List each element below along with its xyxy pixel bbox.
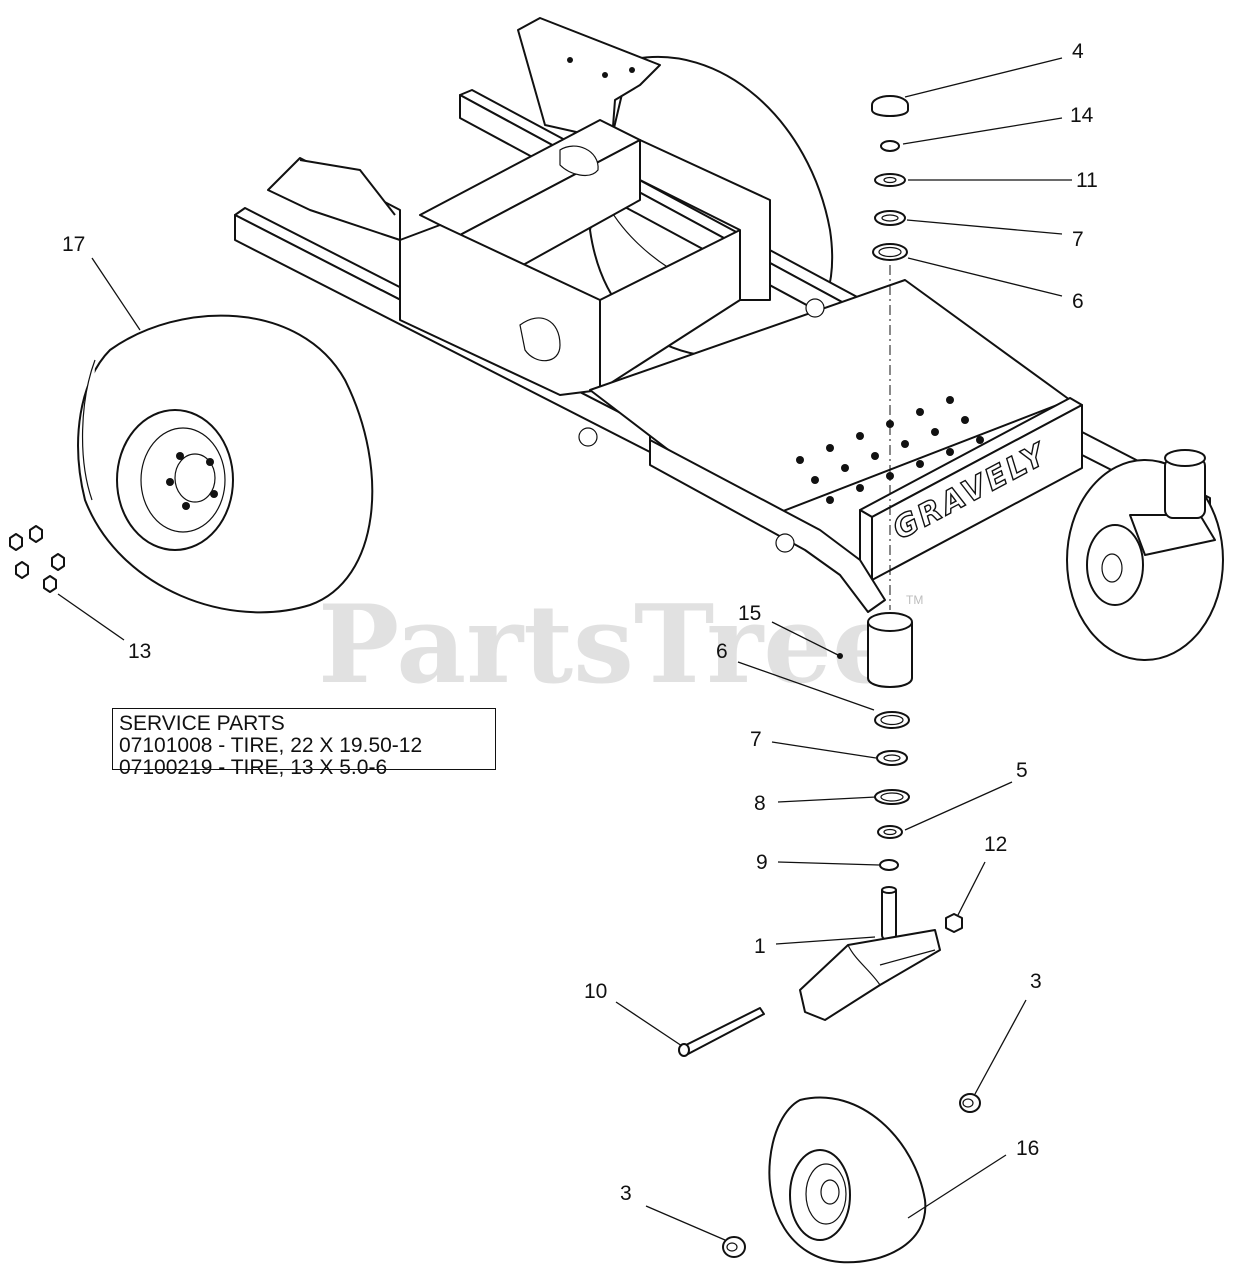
callout-6-lower: 6 xyxy=(716,640,728,663)
service-parts-box: SERVICE PARTS 07101008 - TIRE, 22 X 19.5… xyxy=(112,708,496,779)
callout-6-upper: 6 xyxy=(1072,290,1084,313)
service-part-line: 07100219 - TIRE, 13 X 5.0-6 xyxy=(119,756,388,779)
leader-lines xyxy=(57,57,1072,1241)
callout-8: 8 xyxy=(754,792,766,815)
caster-pivot-tube xyxy=(867,612,913,688)
callout-3-upper: 3 xyxy=(1030,970,1042,993)
callout-11: 11 xyxy=(1076,169,1098,192)
callout-13: 13 xyxy=(128,640,151,663)
caster-yoke xyxy=(799,886,941,1021)
service-parts-heading: SERVICE PARTS xyxy=(119,712,285,735)
axle-bolt xyxy=(678,1007,765,1057)
watermark: PartsTree xyxy=(318,582,901,708)
front-caster-wheel xyxy=(768,1096,927,1264)
callout-5: 5 xyxy=(1016,759,1028,782)
callout-1: 1 xyxy=(754,935,766,958)
rear-tire-left xyxy=(77,314,374,614)
deck-holes xyxy=(796,396,984,504)
callout-labels: 4 14 11 7 6 17 13 15 6 7 5 8 9 12 1 10 3… xyxy=(62,40,1098,1205)
spacer-lower xyxy=(722,1236,746,1258)
front-caster-right xyxy=(1066,449,1224,661)
callout-14: 14 xyxy=(1070,104,1094,127)
callout-7-upper: 7 xyxy=(1072,228,1084,251)
hex-nut xyxy=(945,913,963,933)
callout-4: 4 xyxy=(1072,40,1084,63)
callout-17: 17 xyxy=(62,233,85,256)
watermark-tm: TM xyxy=(906,593,923,607)
mower-frame: GRAVELY xyxy=(234,17,1211,613)
callout-12: 12 xyxy=(984,833,1007,856)
upper-bearing-stack xyxy=(871,95,909,261)
callout-10: 10 xyxy=(584,980,607,1003)
lug-nuts xyxy=(9,525,65,593)
callout-3-lower: 3 xyxy=(620,1182,632,1205)
callout-16: 16 xyxy=(1016,1137,1039,1160)
service-part-line: 07101008 - TIRE, 22 X 19.50-12 xyxy=(119,734,423,757)
lower-bearing-stack xyxy=(874,711,910,871)
callout-7-lower: 7 xyxy=(750,728,762,751)
callout-15: 15 xyxy=(738,602,761,625)
spacer-upper xyxy=(959,1093,981,1113)
callout-9: 9 xyxy=(756,851,768,874)
